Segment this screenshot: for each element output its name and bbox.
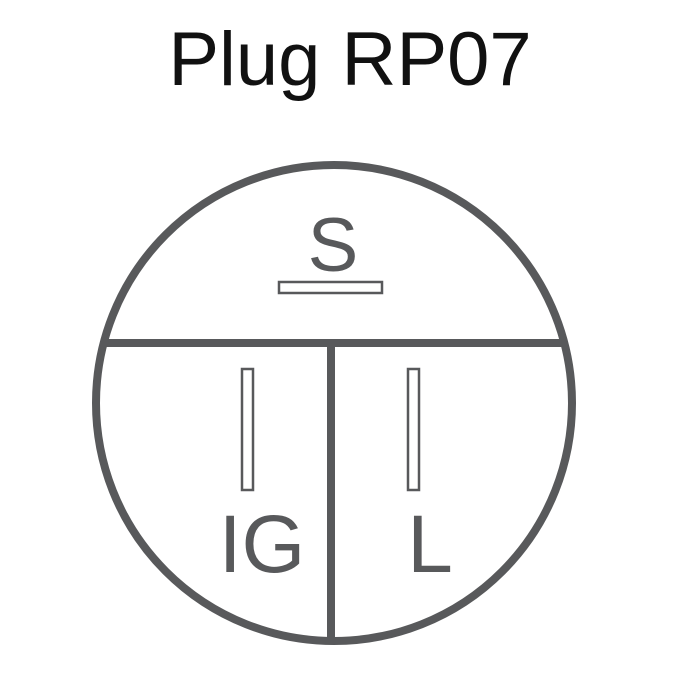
terminal-label-ig: IG <box>219 499 306 590</box>
terminal-slot-ig <box>240 367 255 492</box>
terminal-label-s: S <box>308 203 359 288</box>
terminal-slot-l <box>406 367 421 492</box>
terminal-slot-s <box>277 280 384 295</box>
terminal-label-l: L <box>407 499 453 590</box>
diagram-title: Plug RP07 <box>168 17 532 102</box>
